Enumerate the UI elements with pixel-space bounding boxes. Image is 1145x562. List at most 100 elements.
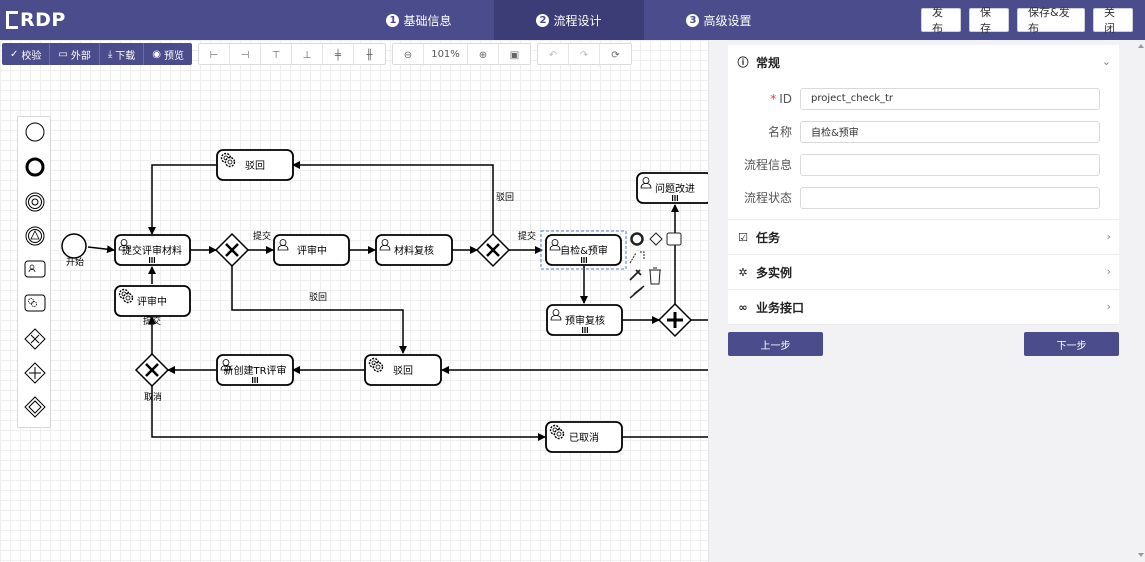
info-icon: ⓘ	[737, 56, 749, 69]
align-left-icon[interactable]: ⊢	[199, 44, 230, 66]
svg-text:驳回: 驳回	[393, 365, 413, 377]
chevron-right-icon: ›	[1106, 300, 1111, 313]
svg-text:驳回: 驳回	[245, 160, 265, 172]
id-input[interactable]	[800, 87, 1100, 110]
align-middle-icon[interactable]: ╫	[366, 49, 373, 61]
fit-view-icon[interactable]: ▣	[509, 49, 520, 61]
task-material-recheck: 材料复核	[375, 234, 453, 266]
validate-button[interactable]: ✓校验	[2, 43, 51, 65]
chevron-right-icon: ›	[1106, 230, 1111, 243]
exclusive-gateway-tool[interactable]	[24, 328, 46, 350]
exclusive-gateway-1	[214, 232, 250, 268]
section-multi-instance-header[interactable]: ✲ 多实例 ›	[728, 255, 1119, 289]
exclusive-gateway-2	[475, 232, 511, 268]
svg-text:评审中: 评审中	[137, 295, 167, 308]
section-multi-instance: ✲ 多实例 ›	[728, 255, 1119, 290]
task-self-check-selected: 自检&预审	[540, 230, 627, 270]
chevron-down-icon: ⌄	[1101, 55, 1111, 68]
close-button[interactable]: 关闭	[1093, 6, 1133, 35]
parallel-gateway	[657, 302, 693, 338]
exclusive-gateway-3	[134, 352, 170, 388]
clipboard-check-icon: ☑	[738, 230, 748, 244]
svg-text:预审复核: 预审复核	[565, 314, 605, 327]
redo-icon[interactable]: ↷	[569, 44, 600, 66]
svg-text:材料复核: 材料复核	[394, 244, 434, 257]
properties-panel: ⓘ 常规 ⌄ *ID 名称 流程信息 流程状态	[708, 40, 1145, 562]
undo-icon[interactable]: ↶	[538, 44, 569, 66]
bpmn-canvas[interactable]: ✓校验 ▭外部 ⤓下载 ◉预览 ⊢ ⊣ ⊤ ⊥ ╪ ╫ ⊖ 101% ⊕ ▣ ↶…	[0, 40, 708, 562]
svg-text:提交评审材料: 提交评审材料	[122, 244, 182, 257]
svg-text:驳回: 驳回	[309, 292, 327, 303]
save-publish-button[interactable]: 保存&发布	[1017, 6, 1085, 35]
bpmn-diagram: 开始 提交评审材料 评审中 材料复核 自检&预审 问题改	[61, 149, 708, 453]
task-issue-improve: 问题改进	[636, 172, 708, 204]
inclusive-gateway-tool[interactable]	[24, 396, 46, 418]
signal-event-tool[interactable]	[25, 226, 45, 246]
task-submit-material: 提交评审材料	[114, 234, 191, 266]
section-task: ☑ 任务 ›	[728, 220, 1119, 255]
reset-icon[interactable]: ⟳	[611, 49, 620, 61]
start-event	[61, 233, 87, 259]
task-reject-mid: 驳回	[364, 354, 442, 386]
user-task-tool[interactable]	[24, 260, 46, 278]
task-new-tr-review: 新创建TR评审	[216, 354, 294, 386]
intermediate-event-tool[interactable]	[25, 192, 45, 212]
task-cancelled: 已取消	[545, 421, 623, 453]
element-palette	[17, 116, 51, 428]
preview-button[interactable]: ◉预览	[152, 48, 184, 62]
eye-icon: ◉	[152, 48, 161, 60]
chevron-right-icon: ›	[1106, 265, 1111, 278]
link-icon: ∞	[738, 300, 748, 314]
prev-step-button[interactable]: 上一步	[728, 332, 823, 356]
flow-info-input[interactable]	[800, 153, 1100, 176]
align-bottom-icon[interactable]: ⊥	[292, 44, 323, 66]
name-input[interactable]	[800, 120, 1100, 143]
service-task-tool[interactable]	[24, 294, 46, 312]
task-reviewing: 评审中	[273, 234, 350, 266]
download-icon: ⤓	[107, 48, 113, 60]
svg-text:已取消: 已取消	[569, 431, 599, 444]
section-general-header[interactable]: ⓘ 常规 ⌄	[737, 55, 1112, 70]
end-event-tool[interactable]	[25, 157, 45, 177]
next-step-button[interactable]: 下一步	[1024, 332, 1119, 356]
zoom-in-icon[interactable]: ⊕	[468, 44, 499, 66]
gear-icon: ✲	[738, 265, 748, 279]
publish-button[interactable]: 发布	[921, 6, 961, 35]
folder-icon: ▭	[58, 48, 68, 60]
task-reviewing-left: 评审中	[114, 285, 191, 317]
align-center-icon[interactable]: ╪	[323, 44, 354, 66]
svg-text:问题改进: 问题改进	[655, 182, 695, 195]
section-business-api: ∞ 业务接口 ›	[728, 290, 1119, 325]
start-label: 开始	[66, 256, 84, 268]
svg-text:提交: 提交	[253, 230, 271, 242]
section-business-api-header[interactable]: ∞ 业务接口 ›	[728, 290, 1119, 324]
start-event-tool[interactable]	[25, 122, 45, 142]
zoom-out-icon[interactable]: ⊖	[393, 44, 424, 66]
task-pre-recheck: 预审复核	[546, 304, 623, 336]
flow-status-input[interactable]	[800, 186, 1100, 209]
external-button[interactable]: ▭外部	[50, 43, 100, 65]
canvas-toolbar: ✓校验 ▭外部 ⤓下载 ◉预览 ⊢ ⊣ ⊤ ⊥ ╪ ╫ ⊖ 101% ⊕ ▣ ↶…	[0, 40, 708, 68]
scrollbar[interactable]	[1137, 40, 1145, 562]
save-button[interactable]: 保存	[969, 6, 1009, 35]
svg-text:提交: 提交	[143, 315, 161, 327]
check-icon: ✓	[10, 48, 19, 60]
download-button[interactable]: ⤓下载	[100, 43, 145, 65]
app-logo: RDP	[6, 6, 66, 34]
section-general: ⓘ 常规 ⌄ *ID 名称 流程信息 流程状态	[728, 45, 1119, 220]
svg-text:提交: 提交	[518, 230, 536, 242]
section-task-header[interactable]: ☑ 任务 ›	[728, 220, 1119, 254]
svg-text:驳回: 驳回	[496, 192, 514, 203]
align-right-icon[interactable]: ⊣	[230, 44, 261, 66]
align-top-icon[interactable]: ⊤	[261, 44, 292, 66]
context-pad	[629, 232, 682, 299]
svg-text:取消: 取消	[144, 391, 162, 403]
svg-text:评审中: 评审中	[297, 244, 327, 257]
zoom-level: 101%	[424, 44, 468, 64]
parallel-gateway-tool[interactable]	[24, 362, 46, 384]
